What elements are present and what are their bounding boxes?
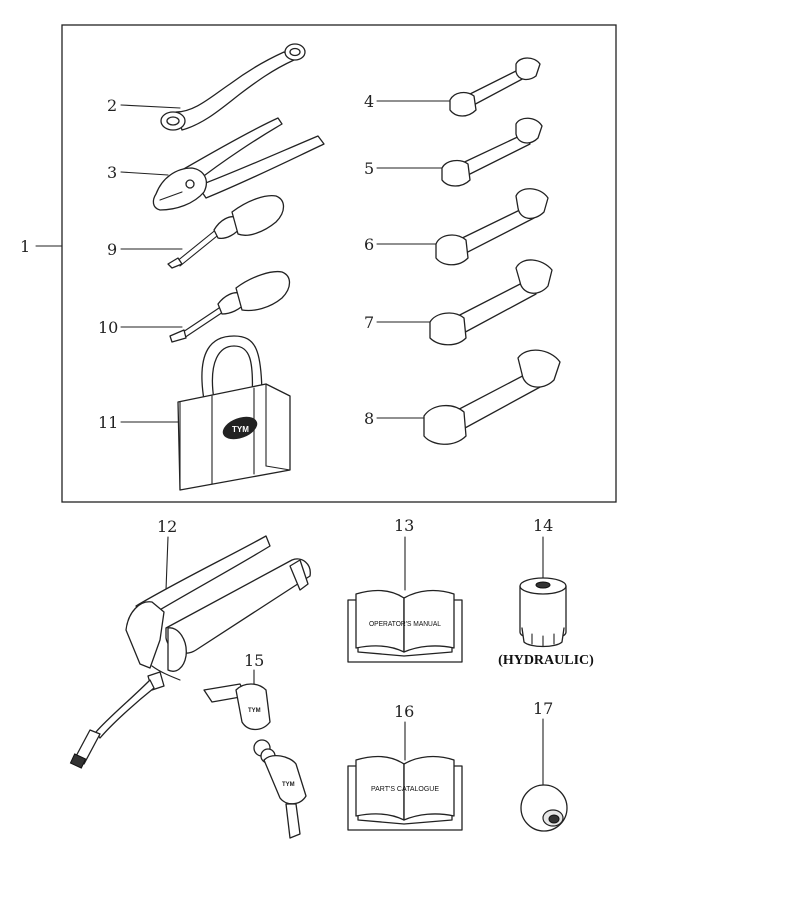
callout-10: 10 [98,318,118,337]
callout-7: 7 [364,313,374,332]
callout-9: 9 [107,240,117,259]
offset-ring-wrench [160,43,306,131]
grease-gun [69,535,311,769]
parts-catalogue-text: PART'S CATALOGUE [371,784,439,793]
callout-12: 12 [157,517,177,536]
callout-17: 17 [533,699,553,718]
callout-4: 4 [364,92,374,111]
wrench-medium-1 [441,117,543,187]
operators-manual-book: OPERATOR'S MANUAL [347,589,463,663]
callout-16: 16 [394,702,414,721]
screwdriver-flat [169,270,291,343]
callout-13: 13 [394,516,414,535]
knob-ball [520,784,568,832]
svg-text:TYM: TYM [232,425,249,434]
callout-11: 11 [98,413,118,432]
wrench-small [449,57,541,117]
parts-catalogue-book: PART'S CATALOGUE [347,755,463,831]
wrench-medium-2 [435,188,549,266]
callout-8: 8 [364,409,374,428]
pliers [152,117,325,211]
leader-lines [35,100,544,787]
callout-numbers: 1 2 3 9 10 11 4 5 6 7 8 12 13 14 15 16 1… [20,92,553,721]
callout-5: 5 [364,159,374,178]
ignition-keys: TYM TYM [203,683,307,839]
hydraulic-label: (HYDRAULIC) [498,653,594,668]
wrench-large-2 [423,349,561,445]
wrench-large-1 [429,259,553,346]
svg-text:TYM: TYM [282,782,295,788]
operators-manual-text: OPERATOR'S MANUAL [369,619,441,628]
callout-2: 2 [107,96,117,115]
callout-1: 1 [20,237,30,256]
callout-14: 14 [533,516,553,535]
screwdriver-phillips [167,194,285,269]
svg-text:TYM: TYM [248,708,261,714]
tool-kit-frame [61,24,617,503]
tool-bag: TYM [177,335,291,491]
callout-3: 3 [107,163,117,182]
callout-6: 6 [364,235,374,254]
hydraulic-filter: (HYDRAULIC) [498,577,594,668]
callout-15: 15 [244,651,264,670]
